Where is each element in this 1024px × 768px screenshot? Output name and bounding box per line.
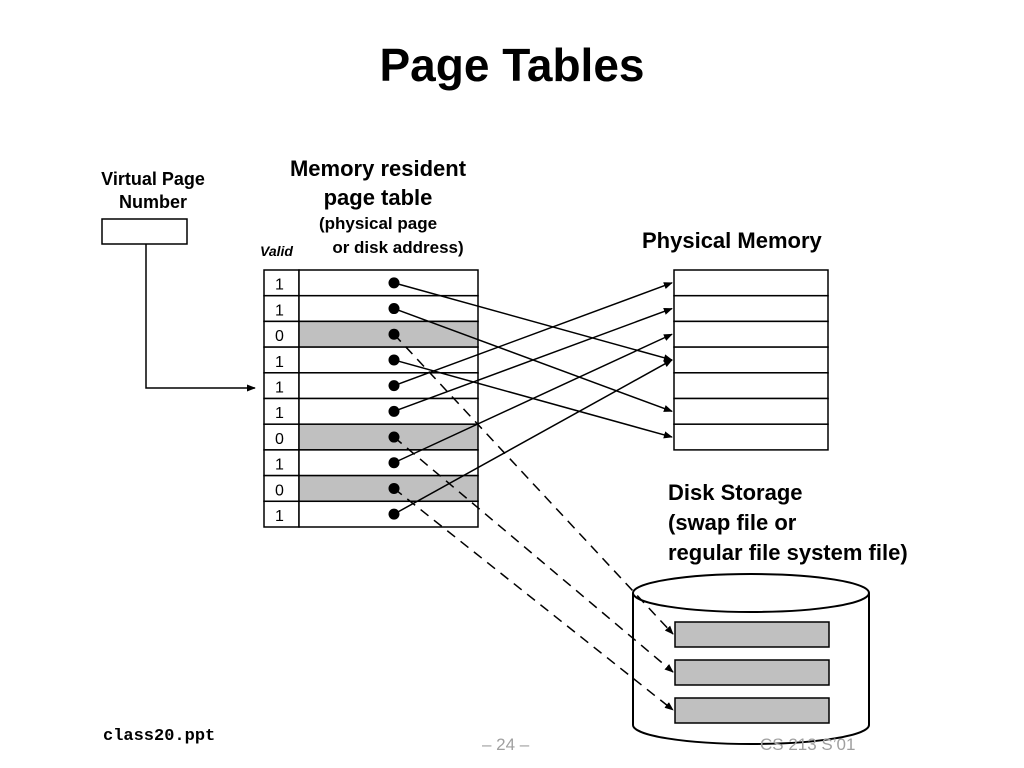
pt-label-line4: or disk address)	[332, 238, 464, 257]
physical-memory-frame	[673, 397, 829, 425]
page-table-row: 1	[263, 372, 479, 400]
physical-memory-frame	[673, 294, 829, 323]
disk-block	[674, 659, 830, 686]
disk-block	[674, 697, 830, 724]
disk-label-line3: regular file system file)	[668, 540, 908, 565]
physical-memory	[673, 269, 829, 451]
page-table-row: 0	[263, 474, 479, 503]
vpn-label-line1: Virtual Page	[101, 169, 205, 189]
memory-mapping-arrow	[393, 359, 673, 515]
valid-bit-value: 1	[275, 354, 284, 371]
page-table-row: 0	[263, 423, 479, 451]
footer-filename: class20.ppt	[103, 727, 216, 746]
vpn-connector-arrow	[145, 244, 256, 392]
disk-storage	[632, 573, 870, 745]
valid-bit-value: 0	[275, 431, 284, 448]
disk-label-line2: (swap file or	[668, 510, 797, 535]
valid-bit-value: 1	[275, 405, 284, 422]
pt-label-line3: (physical page	[318, 214, 438, 233]
valid-bit-value: 0	[275, 328, 284, 345]
footer-course: CS 213 S’01	[760, 735, 856, 754]
vpn-label: Virtual Page Number	[80, 168, 226, 214]
page-table-row: 1	[263, 449, 479, 477]
vpn-box	[101, 218, 188, 245]
physical-memory-frame	[673, 320, 829, 348]
physical-memory-frame	[673, 269, 829, 297]
page-table: 1 1 0 1 1 1 0 1 0 1	[263, 269, 479, 528]
mapping-arrows	[393, 282, 674, 711]
valid-bit-value: 1	[275, 457, 284, 474]
page-title: Page Tables	[379, 39, 645, 91]
valid-bit-cell	[263, 474, 300, 503]
page-table-row: 0	[263, 320, 479, 348]
valid-label: Valid	[260, 243, 293, 259]
valid-bit-value: 1	[275, 508, 284, 525]
pt-label-line2: page table	[323, 185, 433, 210]
page-table-row: 1	[263, 269, 479, 297]
page-table-row: 1	[263, 346, 479, 374]
disk-mapping-arrow	[393, 436, 674, 673]
page-table-row: 1	[263, 294, 479, 323]
vpn-label-line2: Number	[118, 192, 187, 212]
page-table-row: 1	[263, 500, 479, 528]
physical-memory-frame	[673, 423, 829, 451]
valid-bit-cell	[263, 372, 300, 400]
memory-mapping-arrow	[393, 282, 673, 387]
disk-mapping-arrow	[393, 487, 674, 711]
disk-mapping-arrow	[393, 333, 674, 635]
page-table-entry-cell	[298, 474, 479, 503]
physical-memory-frame	[673, 346, 829, 374]
disk-label-line1: Disk Storage	[668, 480, 803, 505]
disk-cylinder-top	[632, 573, 870, 613]
valid-bit-cell	[263, 449, 300, 477]
valid-bit-value: 1	[275, 302, 284, 319]
valid-bit-value: 1	[275, 277, 284, 294]
valid-bit-cell	[263, 397, 300, 425]
physical-memory-frame	[673, 372, 829, 400]
disk-block	[674, 621, 830, 648]
valid-bit-cell	[263, 500, 300, 528]
footer-page-number: – 24 –	[482, 735, 530, 754]
page-table-label: Memory resident page table (physical pag…	[257, 154, 499, 260]
disk-storage-label: Disk Storage (swap file or regular file …	[668, 478, 908, 568]
memory-mapping-arrow	[393, 307, 673, 413]
valid-bit-value: 0	[275, 482, 284, 499]
valid-bit-value: 1	[275, 380, 284, 397]
memory-mapping-arrow	[393, 333, 673, 464]
page-table-row: 1	[263, 397, 479, 425]
memory-mapping-arrow	[393, 282, 673, 362]
pt-label-line1: Memory resident	[289, 156, 467, 181]
physical-memory-label: Physical Memory	[642, 228, 822, 253]
